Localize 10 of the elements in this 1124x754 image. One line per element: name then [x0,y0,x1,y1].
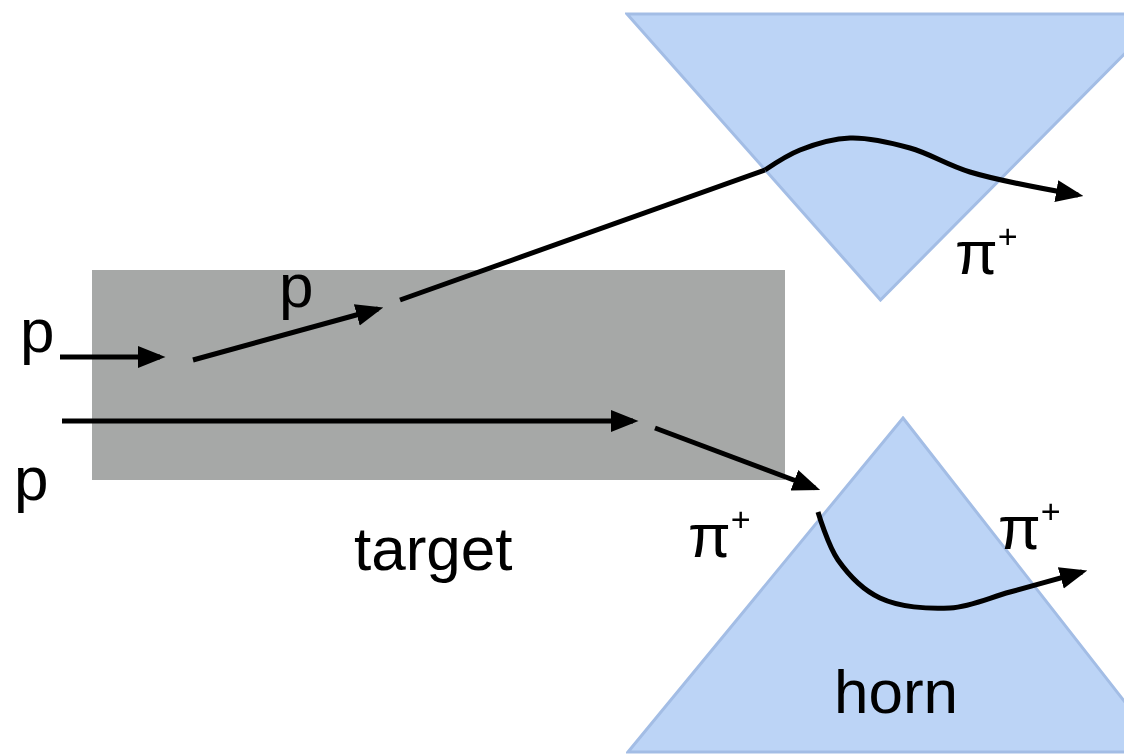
particle-arrow [763,135,1084,202]
particle-label: π$^{+}$ [998,497,1061,559]
particle-track [399,167,766,303]
particle-label: π$^{+}$ [955,222,1018,284]
particle-arrow [815,511,1088,611]
node-label: horn [834,661,959,723]
particle-arrow [60,346,166,368]
particle-arrow [654,425,821,491]
particle-label: π$^{+}$ [688,505,751,567]
particle-arrow [62,410,639,432]
